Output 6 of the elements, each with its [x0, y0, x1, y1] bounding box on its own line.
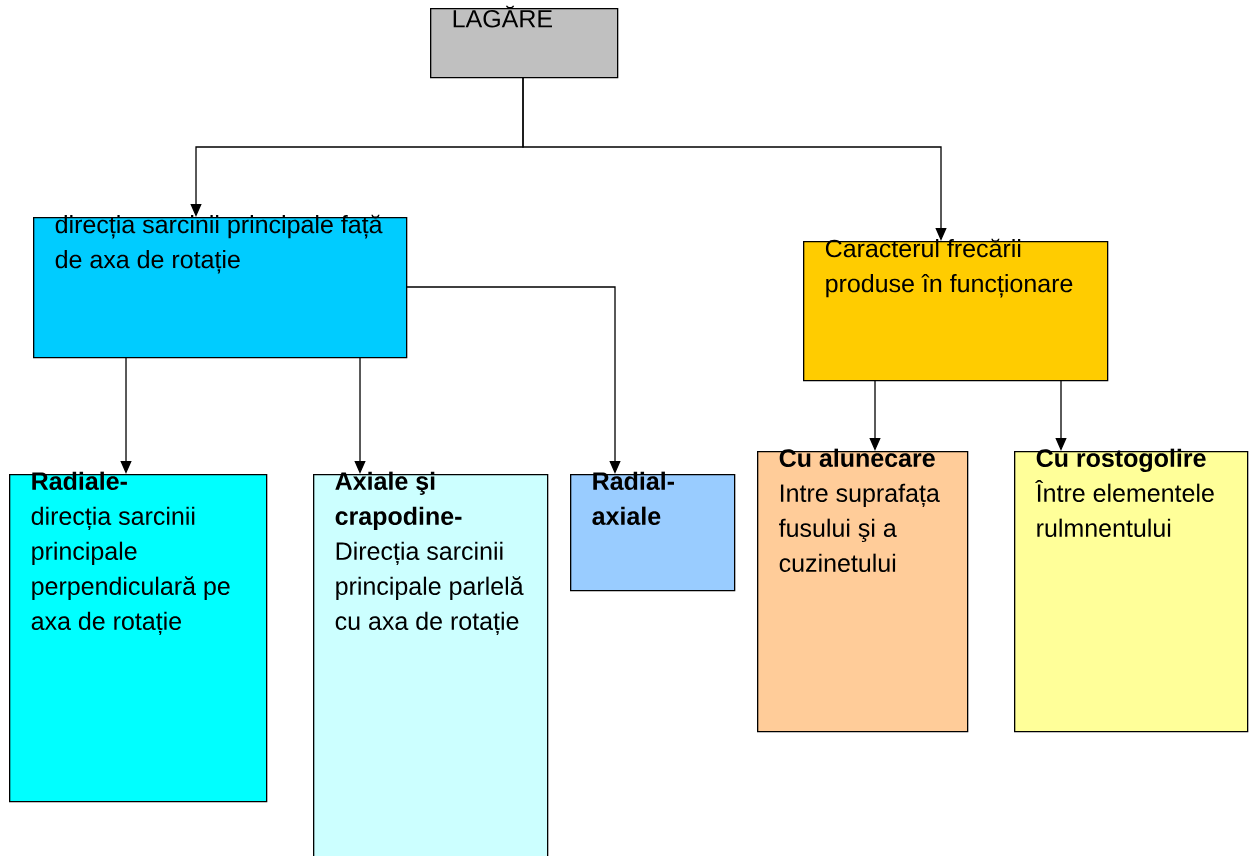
- box: Caracterul frecării produse în funcționare: [803, 238, 1109, 382]
- box: Radial-axiale: [570, 471, 736, 592]
- box: LAGĂRE: [430, 5, 619, 79]
- box: direcția sarcinii principale față de axa de rotație: [33, 214, 408, 359]
- box: Axiale şi crapodine- Direcția sarcinii principale parlelă cu axa de rotație: [313, 471, 549, 856]
- box: Radiale- direcția sarcinii principale perpendiculară pe axa de rotație: [9, 471, 268, 803]
